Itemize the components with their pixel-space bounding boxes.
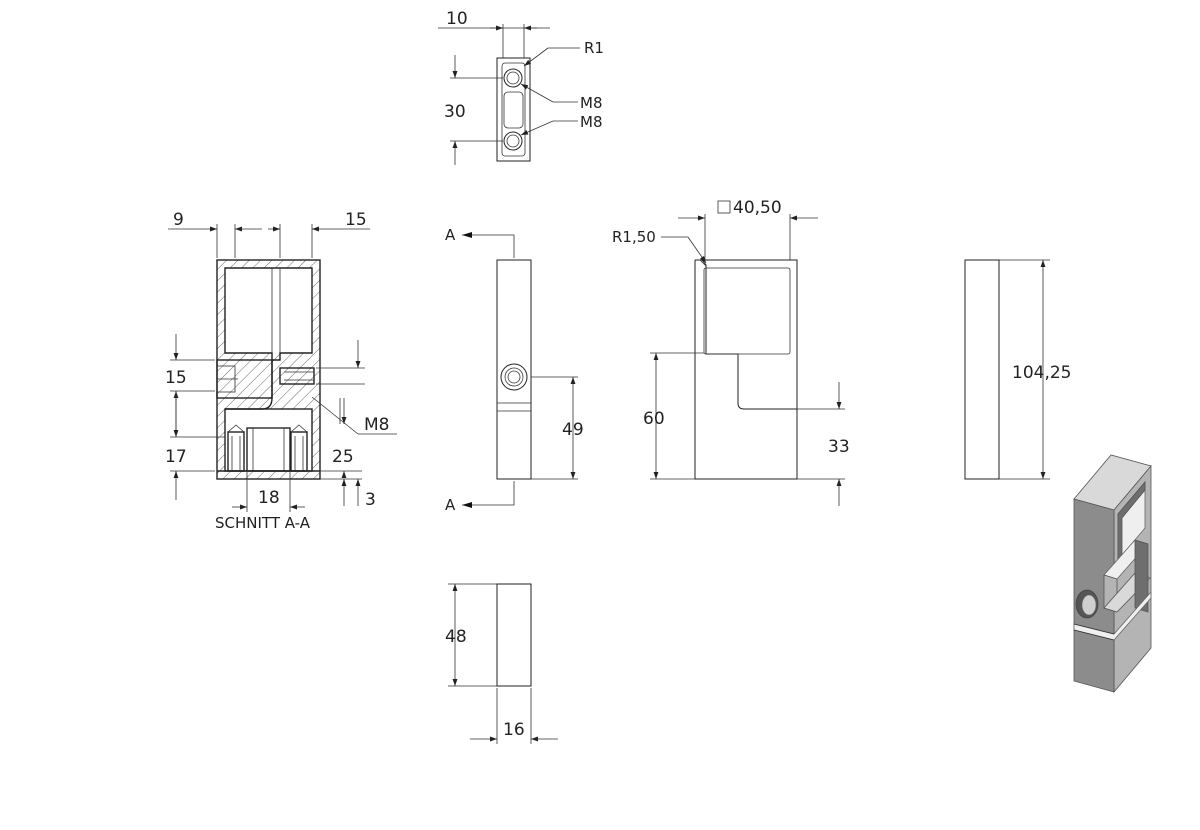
square-label: 40,50	[733, 198, 782, 218]
thread-hole-bottom	[503, 131, 523, 151]
section-marker-bottom: A	[445, 496, 456, 514]
section-hatched-body	[217, 260, 320, 479]
dim-60-label: 60	[643, 409, 665, 429]
section-view: 9 15 15 17 M8 25 3	[165, 210, 397, 532]
bottom-view-outline	[496, 583, 532, 687]
dim-48-label: 48	[445, 627, 467, 647]
top-view: 10 30 R1 M8 M8	[438, 9, 604, 165]
top-view-pocket	[503, 91, 524, 129]
dim-spacing-label: 30	[444, 102, 466, 122]
front-view-hole	[500, 363, 528, 391]
right-view-outline	[964, 259, 1000, 480]
dim-18-label: 18	[258, 488, 280, 508]
section-thread-left	[227, 431, 245, 472]
dim-m8-label: M8	[364, 415, 389, 435]
thread-label-1: M8	[580, 94, 603, 112]
square-symbol	[717, 200, 731, 214]
section-caption: SCHNITT A-A	[215, 514, 311, 532]
thread-hole-top	[503, 68, 523, 88]
front-view-outline	[496, 259, 532, 480]
side-radius-label: R1,50	[612, 228, 656, 246]
section-lower-slot	[246, 427, 291, 472]
right-view: 104,25	[964, 259, 1071, 480]
dim-height-label: 104,25	[1012, 363, 1071, 383]
dim-17-label: 17	[165, 447, 187, 467]
side-view: 40,50 R1,50 60 33	[612, 198, 850, 506]
dim-width-label: 10	[446, 9, 468, 29]
dim-right-label: 15	[345, 210, 367, 230]
top-view-outline	[496, 57, 531, 162]
front-view: A A 49	[445, 226, 584, 514]
top-view-inner	[501, 62, 526, 157]
radius-label: R1	[584, 39, 604, 57]
dim-33-label: 33	[828, 437, 850, 457]
dim-3-label: 3	[365, 490, 376, 510]
dim-49-label: 49	[562, 420, 584, 440]
isometric-view	[1073, 454, 1152, 694]
thread-hole-bottom-inner	[506, 134, 520, 148]
thread-hole-top-inner	[506, 71, 520, 85]
side-view-outline	[694, 259, 798, 480]
dim-15-label: 15	[165, 368, 187, 388]
section-marker-top: A	[445, 226, 456, 244]
thread-label-2: M8	[580, 113, 603, 131]
bottom-view: 48 16	[445, 583, 558, 744]
dim-left-label: 9	[173, 210, 184, 230]
dim-16-label: 16	[503, 720, 525, 740]
dim-25-label: 25	[332, 447, 354, 467]
section-thread-right-lower	[290, 431, 308, 472]
section-thread-right	[279, 367, 315, 385]
